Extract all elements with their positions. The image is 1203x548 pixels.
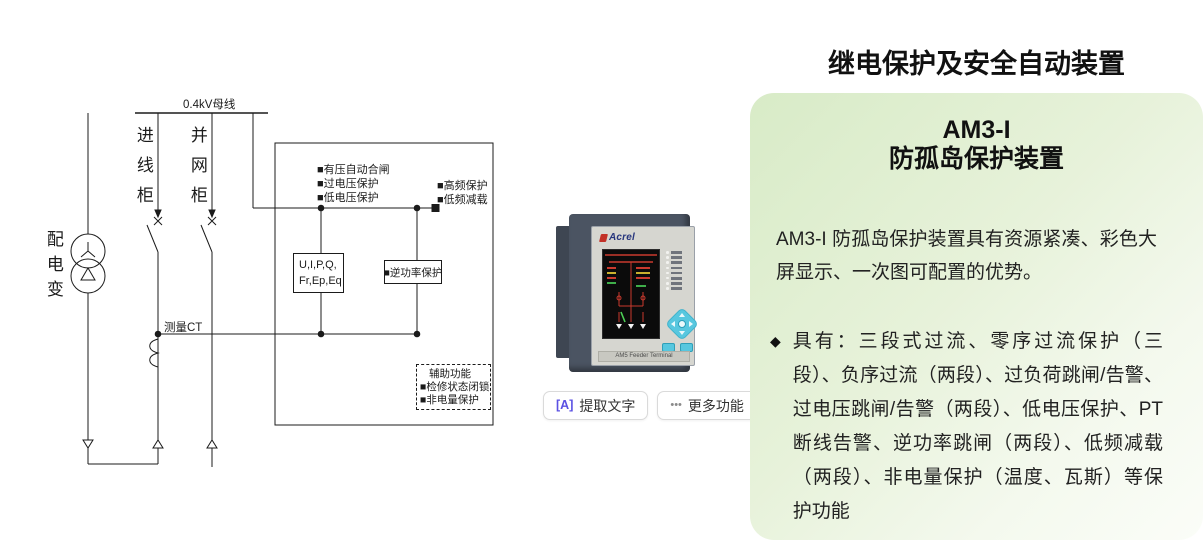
wye-symbol — [80, 242, 96, 258]
aux-item: ■检修状态闭锁 — [420, 381, 490, 393]
keypad-right-icon — [689, 321, 693, 327]
screen-mimic-diagram — [605, 254, 657, 329]
device-photo: Acrel — [556, 212, 698, 374]
keypad-center-button — [678, 320, 686, 328]
device-front-panel: Acrel — [591, 226, 698, 366]
status-led — [666, 276, 682, 280]
product-card: AM3-I 防孤岛保护装置 AM3-I 防孤岛保护装置具有资源紧凑、彩色大屏显示… — [750, 93, 1203, 540]
page-title: 继电保护及安全自动装置 — [828, 49, 1125, 79]
diamond-bullet-icon: ◆ — [770, 333, 781, 349]
protection-item: ■有压自动合闸 — [317, 164, 390, 176]
aux-title: 辅助功能 — [429, 368, 471, 380]
keypad-up-icon — [679, 313, 685, 317]
status-led — [666, 256, 682, 259]
breaker-x-1 — [153, 216, 163, 226]
device-side-tab — [556, 226, 573, 358]
keypad-left-icon — [671, 321, 675, 327]
product-feature-bullet: ◆ 具有：三段式过流、零序过流保护（三段）、负序过流（两段）、过负荷跳闸/告警、… — [770, 325, 1163, 529]
incoming-cabinet-label: 进线柜 — [136, 126, 154, 205]
arrow-up-1 — [152, 439, 164, 449]
device-model-text: AM5 Feeder Terminal — [598, 351, 690, 362]
extract-text-button[interactable]: [A] 提取文字 — [543, 391, 649, 420]
more-features-button[interactable]: ••• 更多功能 — [657, 391, 757, 420]
aux-item: ■非电量保护 — [420, 394, 479, 406]
protection-item: ■低频减载 — [437, 194, 488, 206]
extract-text-label: 提取文字 — [579, 397, 636, 414]
image-tools-bar: [A] 提取文字 ••• 更多功能 — [543, 391, 757, 420]
status-led — [666, 261, 682, 264]
brand-logo: Acrel — [599, 232, 636, 243]
more-features-label: 更多功能 — [687, 397, 744, 414]
product-model: AM3-I — [942, 116, 1011, 144]
protection-item: ■过电压保护 — [317, 178, 379, 190]
device-screen — [602, 249, 660, 339]
status-led — [666, 251, 682, 254]
measurement-line1: U,I,P,Q, — [299, 259, 337, 271]
status-led — [666, 287, 682, 290]
status-led — [666, 266, 682, 270]
reverse-power-protection-box: ■逆功率保护 — [384, 260, 442, 284]
brand-name: Acrel — [609, 232, 636, 243]
ct-label: 测量CT — [164, 322, 203, 334]
status-led-column — [666, 251, 682, 290]
product-feature-text: 具有：三段式过流、零序过流保护（三段）、负序过流（两段）、过负荷跳闸/告警、过电… — [792, 331, 1163, 522]
device-body: Acrel — [569, 214, 698, 372]
breaker-x-2 — [207, 216, 217, 226]
protection-functions-right: ■高频保护 ■低频减载 — [437, 179, 488, 207]
acrel-logo-icon — [599, 233, 608, 242]
measurement-quantities-box: U,I,P,Q, Fr,Ep,Eq — [293, 253, 344, 293]
relay-boundary-box — [274, 142, 494, 426]
protection-item: ■高频保护 — [437, 180, 488, 192]
auxiliary-functions-box: 辅助功能 ■检修状态闭锁 ■非电量保护 — [416, 364, 491, 410]
device-keypad — [665, 307, 699, 341]
protection-functions-left: ■有压自动合闸 ■过电压保护 ■低电压保护 — [317, 163, 390, 205]
product-intro: AM3-I 防孤岛保护装置具有资源紧凑、彩色大屏显示、一次图可配置的优势。 — [776, 229, 1157, 283]
protection-item: ■低电压保护 — [317, 192, 379, 204]
arrow-up-2 — [206, 439, 218, 449]
breaker-blade-1 — [146, 224, 159, 464]
busbar-label: 0.4kV母线 — [183, 99, 236, 111]
product-name: 防孤岛保护装置 — [888, 145, 1064, 173]
extract-text-icon: [A] — [556, 398, 574, 413]
ct-symbol — [149, 338, 160, 368]
status-led — [666, 271, 682, 275]
delta-symbol — [80, 267, 96, 281]
arrow-down — [82, 439, 94, 449]
transformer-label: 配电变 — [46, 230, 64, 299]
breaker-blade-2 — [200, 224, 213, 467]
ellipsis-icon: ••• — [670, 399, 682, 411]
grid-tie-cabinet-label: 并网柜 — [190, 126, 208, 205]
diagram-lines — [70, 112, 494, 467]
measurement-line2: Fr,Ep,Eq — [299, 275, 342, 287]
keypad-down-icon — [679, 331, 685, 335]
product-card-title: AM3-I 防孤岛保护装置 — [750, 116, 1203, 174]
status-led — [666, 282, 682, 285]
